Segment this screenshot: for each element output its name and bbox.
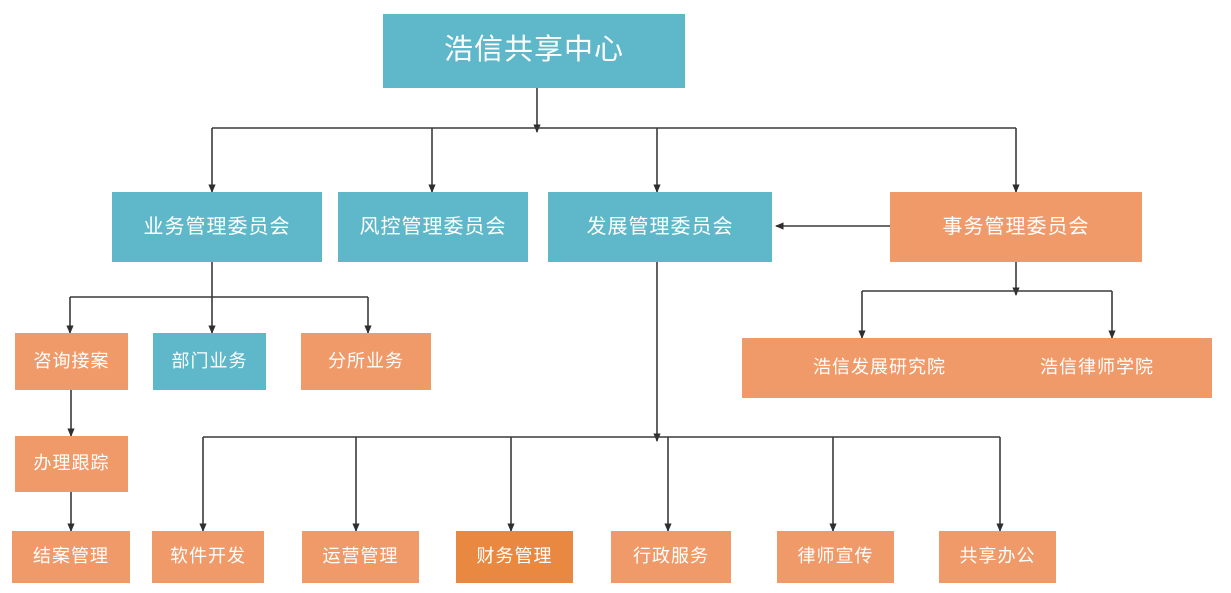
org-node-label: 业务管理委员会 [143, 216, 291, 238]
org-node-riskcontrol[interactable]: 风控管理委员会 [338, 192, 528, 262]
org-node-finance[interactable]: 财务管理 [456, 531, 573, 583]
org-node-deptbiz[interactable]: 部门业务 [153, 333, 266, 390]
org-node-label: 律师宣传 [797, 546, 874, 567]
org-node-branchbiz[interactable]: 分所业务 [301, 333, 431, 390]
org-node-admin[interactable]: 行政服务 [611, 531, 731, 583]
org-node-label: 浩信律师学院 [1040, 357, 1154, 378]
connector-lines [66, 88, 1116, 532]
org-node-label: 事务管理委员会 [942, 216, 1090, 238]
org-node-label: 咨询接案 [33, 350, 110, 371]
org-node-closecase[interactable]: 结案管理 [12, 531, 130, 583]
org-node-label: 财务管理 [476, 546, 553, 567]
org-node-consult[interactable]: 咨询接案 [15, 333, 128, 390]
org-node-label: 共享办公 [959, 546, 1036, 567]
org-node-label: 发展管理委员会 [586, 216, 734, 238]
org-node-research[interactable]: 浩信发展研究院 [742, 338, 1017, 398]
org-node-label: 运营管理 [322, 546, 399, 567]
org-node-sharedwork[interactable]: 共享办公 [939, 531, 1056, 583]
org-node-root[interactable]: 浩信共享中心 [383, 14, 685, 88]
org-node-label: 行政服务 [633, 546, 709, 567]
org-node-business[interactable]: 业务管理委员会 [112, 192, 322, 262]
org-node-label: 分所业务 [328, 350, 404, 371]
org-node-label: 浩信发展研究院 [813, 357, 946, 378]
org-node-label: 结案管理 [33, 546, 109, 567]
org-node-label: 办理跟踪 [33, 453, 110, 474]
org-node-development[interactable]: 发展管理委员会 [548, 192, 772, 262]
org-node-affairs[interactable]: 事务管理委员会 [890, 192, 1142, 262]
org-node-publicity[interactable]: 律师宣传 [777, 531, 894, 583]
org-node-software[interactable]: 软件开发 [152, 531, 264, 583]
org-node-academy[interactable]: 浩信律师学院 [982, 338, 1212, 398]
org-node-operations[interactable]: 运营管理 [302, 531, 419, 583]
org-node-label: 软件开发 [170, 546, 246, 567]
org-node-label: 浩信共享中心 [443, 34, 624, 67]
org-node-tracking[interactable]: 办理跟踪 [15, 436, 128, 492]
org-node-label: 部门业务 [171, 350, 248, 371]
org-node-label: 风控管理委员会 [359, 216, 507, 238]
